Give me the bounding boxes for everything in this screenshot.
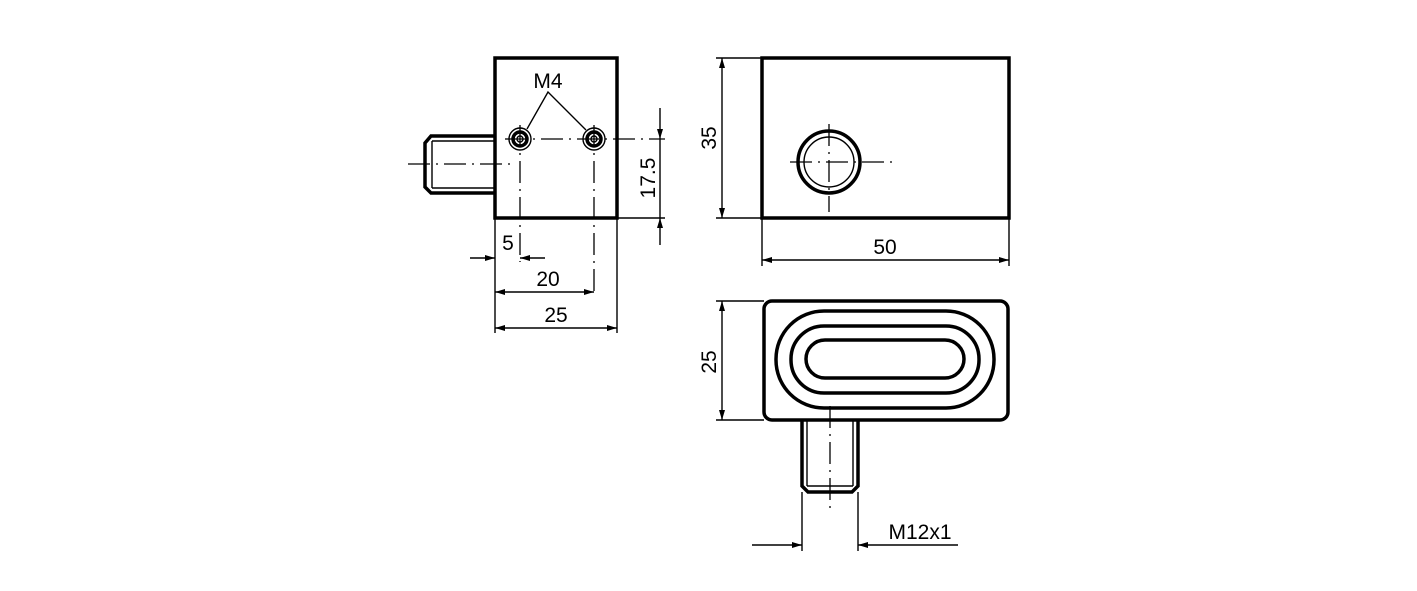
dim-25-side: 25 [544, 304, 567, 327]
front-view-body [760, 56, 1011, 220]
m12x1-label: M12x1 [888, 521, 951, 544]
bottom-view-body [762, 299, 1010, 422]
dim-35: 35 [698, 126, 721, 149]
dim-20: 20 [536, 268, 559, 291]
sensor-face-outer [774, 309, 996, 410]
side-view: M4 17.5 5 20 25 [408, 56, 665, 333]
m4-label: M4 [533, 70, 562, 93]
side-view-body [493, 56, 619, 220]
sensor-face-middle [789, 324, 981, 395]
dim-25-bottom: 25 [698, 350, 721, 373]
bottom-view: 25 M12x1 [698, 299, 1010, 551]
m4-leader [526, 90, 587, 131]
sensor-face-inner [804, 338, 966, 380]
dim-50: 50 [873, 236, 896, 259]
dim-5: 5 [502, 232, 514, 255]
dim-17-5: 17.5 [637, 158, 660, 199]
thread-stub-side [423, 134, 495, 195]
front-view: 35 50 [698, 56, 1011, 266]
